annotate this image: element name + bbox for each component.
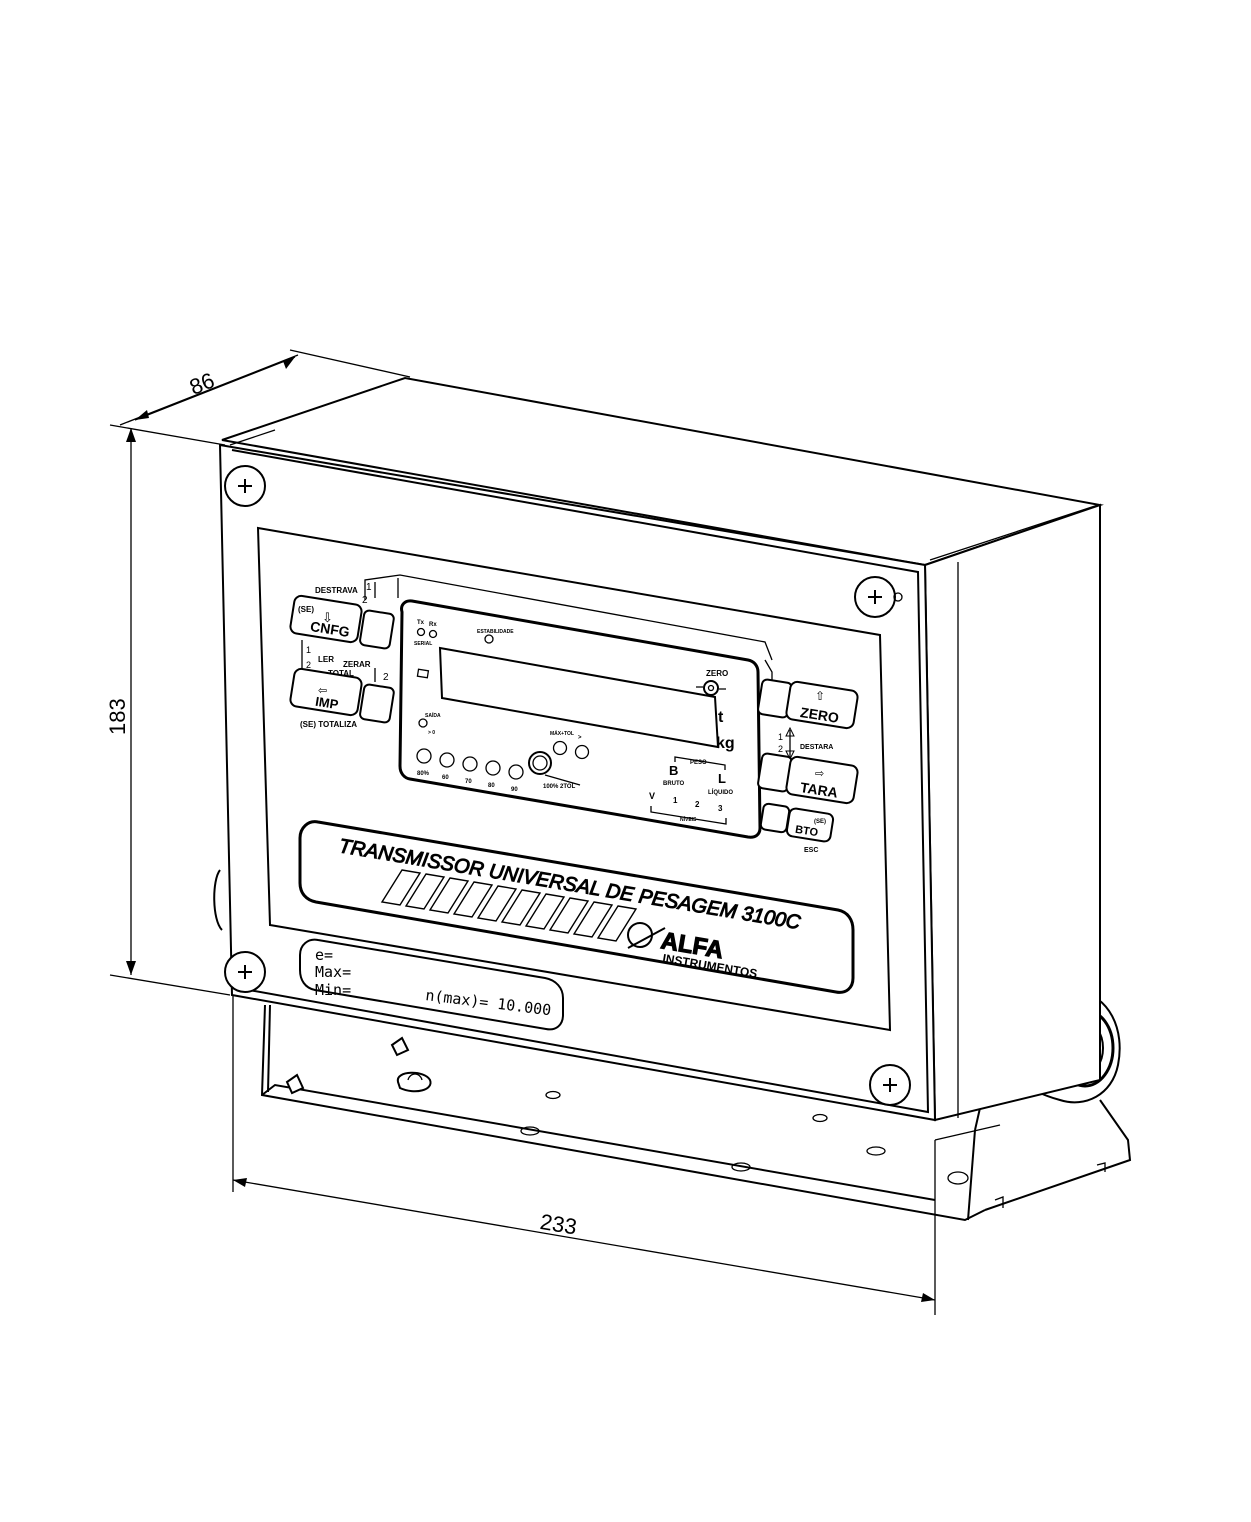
level-2-label: 2 xyxy=(695,800,700,809)
serial-label: SERIAL xyxy=(414,641,432,647)
niveis-label: NÍVEIS xyxy=(680,815,697,823)
saida-label: SAÍDA xyxy=(425,711,441,719)
screw-bottom-right xyxy=(869,1064,911,1106)
imp-arrow-icon: ⇦ xyxy=(318,685,327,697)
lt-label: > 0 xyxy=(428,730,435,736)
right-num-2: 2 xyxy=(778,744,783,754)
display-window xyxy=(398,599,762,839)
tara-button-label: TARA xyxy=(799,779,839,801)
zero-indicator-icon xyxy=(696,680,726,696)
full-level-label: 100% 2TOL xyxy=(543,784,576,790)
level-led-1 xyxy=(416,748,432,764)
cnfg-side-button[interactable] xyxy=(359,609,395,650)
total-label: TOTAL xyxy=(328,669,354,678)
saida-led xyxy=(418,718,428,728)
cnfg-prefix: (SE) xyxy=(298,605,314,614)
zero-indicator-label: ZERO xyxy=(706,669,728,678)
full-level-led-inner xyxy=(532,755,548,771)
peso-bracket xyxy=(674,756,726,770)
v-label: V xyxy=(649,791,655,801)
max-tol-label: MÁX+TOL xyxy=(550,730,574,737)
peso-label: PESO xyxy=(690,760,707,766)
imp-side-button[interactable] xyxy=(359,683,395,724)
label-max: Max= xyxy=(315,963,351,981)
level-1-label: 1 xyxy=(673,796,678,805)
totaliza-label: (SE) TOTALIZA xyxy=(300,720,357,729)
full-level-led xyxy=(528,751,552,775)
percent-3: 70 xyxy=(465,779,472,785)
level-3-label: 3 xyxy=(718,804,723,813)
tara-button[interactable] xyxy=(785,755,859,805)
percent-4: 80 xyxy=(488,783,495,789)
esc-label: ESC xyxy=(804,847,818,854)
niveis-bracket xyxy=(650,806,727,825)
tara-arrow-icon: ⇨ xyxy=(815,768,824,780)
destara-label: DESTARA xyxy=(800,744,833,751)
unit-kg: kg xyxy=(716,735,735,752)
screw-bottom-left xyxy=(224,951,266,993)
metrology-label-plate xyxy=(299,938,564,1031)
imp-label: IMP xyxy=(314,694,339,712)
dimension-height-label: 183 xyxy=(105,698,130,735)
full-level-pointer xyxy=(544,774,581,786)
percent-1: 80% xyxy=(417,771,430,777)
label-e: e= xyxy=(315,946,333,964)
percent-5: 90 xyxy=(511,787,518,793)
left-num-1: 1 xyxy=(366,582,372,593)
left-mid-num-2b: 2 xyxy=(383,672,389,683)
brand-logo-icon xyxy=(627,922,666,949)
level-led-3 xyxy=(462,756,478,772)
destara-arrow-up-icon xyxy=(785,726,795,737)
tx-label: Tx xyxy=(417,620,425,626)
bto-side-button[interactable] xyxy=(759,802,791,834)
cnfg-arrow-icon: ⇩ xyxy=(322,610,333,625)
zerar-label: ZERAR xyxy=(343,660,371,669)
level-led-4 xyxy=(485,760,501,776)
liquido-letter: L xyxy=(718,771,726,786)
rx-label: Rx xyxy=(429,622,437,628)
unit-t: t xyxy=(718,709,724,726)
bto-prefix: (SE) xyxy=(814,819,826,825)
left-num-2: 2 xyxy=(362,595,368,606)
estabilidade-label: ESTABILIDADE xyxy=(477,629,514,635)
zero-arrow-icon: ⇧ xyxy=(815,689,825,703)
zero-button-label: ZERO xyxy=(799,704,840,726)
imp-button[interactable] xyxy=(289,667,363,717)
nameplate xyxy=(298,820,855,994)
dimension-lines xyxy=(109,349,936,1315)
screw-top-right xyxy=(854,576,903,618)
bruto-letter: B xyxy=(669,763,678,778)
housing xyxy=(213,376,1104,1122)
right-num-1: 1 xyxy=(778,732,783,742)
dimension-depth-label: 86 xyxy=(186,368,218,400)
destrava-label: DESTRAVA xyxy=(315,586,358,595)
percent-2: 60 xyxy=(442,775,449,781)
destara-arrow-down-icon xyxy=(785,750,795,761)
rx-led xyxy=(428,629,438,639)
bto-label: BTO xyxy=(794,824,819,840)
left-mid-num-2: 2 xyxy=(306,660,311,670)
nameplate-stripes xyxy=(380,869,638,942)
bruto-label: BRUTO xyxy=(663,781,685,787)
label-min: Min= xyxy=(315,981,351,999)
ler-label: LER xyxy=(318,655,334,664)
liquido-label: LÍQUIDO xyxy=(708,788,733,796)
level-led-5 xyxy=(508,764,524,780)
estabilidade-led xyxy=(484,634,494,644)
cnfg-label: CNFG xyxy=(309,618,351,640)
left-mid-num-1: 1 xyxy=(306,645,311,655)
tx-led xyxy=(416,627,426,637)
max-tol-led xyxy=(552,740,568,756)
left-keypad xyxy=(301,574,773,682)
level-led-2 xyxy=(439,752,455,768)
dimension-width-label: 233 xyxy=(538,1209,578,1239)
screw-top-left xyxy=(224,465,266,507)
bto-button[interactable] xyxy=(785,807,835,843)
over-label: > xyxy=(578,735,582,741)
over-led xyxy=(574,744,590,760)
cnfg-button[interactable] xyxy=(289,594,363,644)
zero-button[interactable] xyxy=(785,680,859,730)
